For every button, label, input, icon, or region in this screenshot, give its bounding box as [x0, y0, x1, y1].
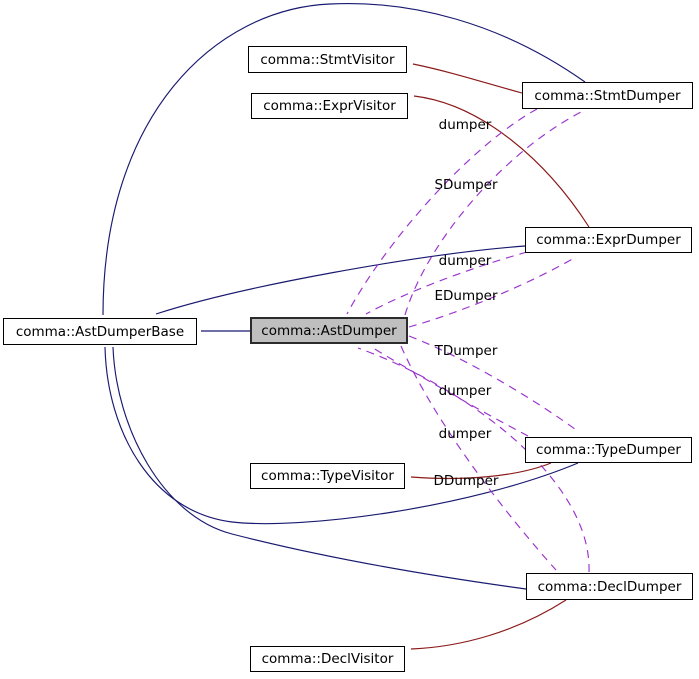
edge-label-ddumper: DDumper [433, 473, 499, 489]
edge-label-dumper-type: dumper [438, 383, 492, 399]
edge-exprdumper-member-dumper [365, 251, 528, 315]
node-comma-exprvisitor[interactable]: comma::ExprVisitor [251, 93, 408, 119]
node-comma-declvisitor[interactable]: comma::DeclVisitor [250, 646, 405, 672]
node-comma-exprdumper[interactable]: comma::ExprDumper [525, 227, 692, 253]
edge-exprdumper-to-exprvisitor [413, 95, 590, 228]
node-comma-astdumper-current: comma::AstDumper [250, 317, 408, 344]
edge-decldumper-to-astdumperbase [112, 346, 527, 590]
edge-exprdumper-to-astdumperbase [155, 245, 526, 315]
edge-stmtdumper-to-stmtvisitor [412, 63, 523, 94]
edge-label-sdumper: SDumper [434, 177, 498, 193]
edge-astdumper-member-sdumper [404, 111, 582, 316]
edge-stmtdumper-to-astdumperbase [102, 2, 586, 316]
edge-astdumper-member-ddumper [400, 345, 557, 571]
node-comma-stmtvisitor[interactable]: comma::StmtVisitor [248, 46, 407, 73]
edge-label-dumper-decl: dumper [438, 426, 492, 442]
edge-typedumper-to-typevisitor [410, 462, 552, 480]
edge-label-edumper: EDumper [434, 288, 498, 304]
edge-typedumper-to-astdumperbase [104, 346, 579, 525]
node-comma-astdumperbase[interactable]: comma::AstDumperBase [3, 318, 197, 345]
edge-label-dumper-expr: dumper [438, 253, 492, 269]
edge-decldumper-to-declvisitor [410, 599, 567, 650]
edge-astdumper-member-tdumper [408, 335, 580, 433]
edge-astdumper-member-edumper [408, 256, 577, 328]
edge-stmtdumper-member-dumper [346, 108, 538, 315]
edge-label-dumper-stmt: dumper [438, 117, 492, 133]
edge-typedumper-member-dumper [372, 347, 529, 437]
node-comma-stmtdumper[interactable]: comma::StmtDumper [522, 82, 693, 109]
edge-decldumper-member-dumper [357, 347, 590, 573]
node-comma-typevisitor[interactable]: comma::TypeVisitor [250, 463, 405, 489]
node-comma-typedumper[interactable]: comma::TypeDumper [525, 437, 692, 463]
node-comma-decldumper[interactable]: comma::DeclDumper [526, 573, 693, 600]
edge-label-tdumper: TDumper [434, 343, 498, 359]
